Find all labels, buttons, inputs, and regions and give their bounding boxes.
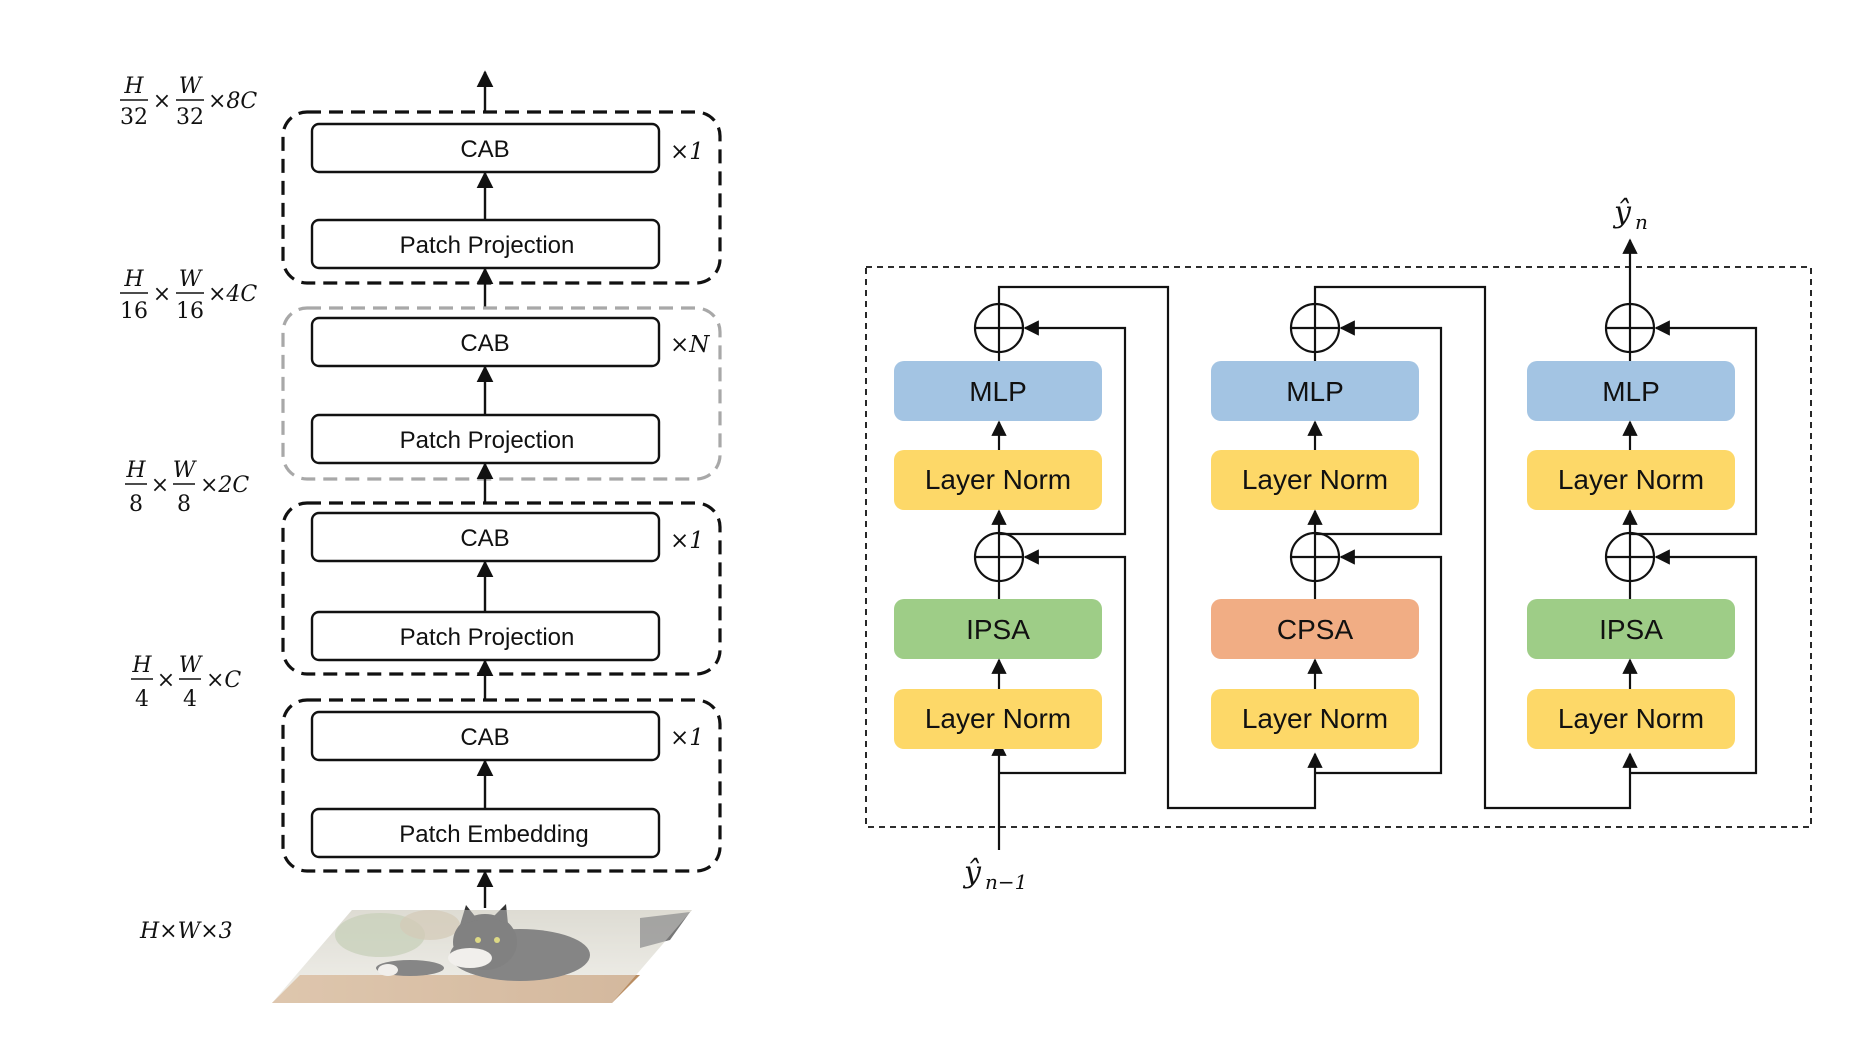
svg-text:×: × bbox=[157, 668, 175, 693]
svg-text:×: × bbox=[151, 473, 169, 498]
block-2: Layer Norm CPSA Layer Norm MLP bbox=[1211, 285, 1638, 810]
stage-3: CAB Patch Projection ×N bbox=[281, 306, 722, 481]
svg-text:×C: ×C bbox=[206, 668, 241, 693]
block-2-mlp bbox=[1211, 361, 1419, 421]
stage-1-frame bbox=[281, 698, 722, 873]
backbone: CAB Patch Projection ×1 CAB Patch Projec… bbox=[120, 70, 722, 1003]
block-2-norm-top bbox=[1211, 450, 1419, 510]
svg-text:Layer Norm: Layer Norm bbox=[1242, 464, 1388, 495]
stage-2-repeat: ×1 bbox=[670, 528, 704, 554]
dim-label-stage-4: H 32 × W 32 ×8C bbox=[120, 74, 257, 130]
svg-text:H: H bbox=[123, 267, 144, 292]
svg-text:Layer Norm: Layer Norm bbox=[925, 464, 1071, 495]
stage-4-proj-label: Patch Projection bbox=[400, 232, 575, 259]
svg-text:CPSA: CPSA bbox=[1277, 614, 1354, 645]
block-2-attn bbox=[1211, 599, 1419, 659]
svg-text:×: × bbox=[153, 89, 171, 114]
svg-text:IPSA: IPSA bbox=[966, 614, 1030, 645]
block-3-mlp bbox=[1527, 361, 1735, 421]
stage-2: CAB Patch Projection ×1 bbox=[281, 501, 722, 676]
svg-text:4: 4 bbox=[183, 687, 197, 712]
stage-3-cab-label: CAB bbox=[460, 330, 509, 357]
transformer-block: ŷ n−1 ŷ n Layer Norm IPSA Layer Norm MLP bbox=[865, 195, 1812, 894]
block-3-norm-bottom bbox=[1527, 689, 1735, 749]
svg-text:W: W bbox=[179, 267, 204, 292]
stage-3-frame bbox=[281, 306, 722, 481]
stage-2-proj-label: Patch Projection bbox=[400, 624, 575, 651]
svg-text:×4C: ×4C bbox=[208, 282, 257, 307]
svg-text:×: × bbox=[153, 282, 171, 307]
svg-text:×2C: ×2C bbox=[200, 473, 249, 498]
input-image bbox=[272, 904, 692, 1003]
block-3-attn bbox=[1527, 599, 1735, 659]
input-dim-label: H×W×3 bbox=[139, 919, 233, 944]
input-subscript: n−1 bbox=[985, 870, 1027, 894]
stage-2-cab-label: CAB bbox=[460, 525, 509, 552]
svg-text:W: W bbox=[179, 653, 204, 678]
svg-text:×8C: ×8C bbox=[208, 89, 257, 114]
svg-text:8: 8 bbox=[177, 492, 191, 517]
svg-text:H: H bbox=[123, 74, 144, 99]
stage-1-embed-label: Patch Embedding bbox=[399, 821, 588, 848]
svg-text:32: 32 bbox=[120, 105, 148, 130]
svg-text:Layer Norm: Layer Norm bbox=[1242, 703, 1388, 734]
svg-text:H: H bbox=[125, 458, 146, 483]
svg-text:16: 16 bbox=[120, 299, 148, 324]
dim-label-stage-2: H 8 × W 8 ×2C bbox=[125, 458, 249, 517]
svg-text:W: W bbox=[179, 74, 204, 99]
svg-text:IPSA: IPSA bbox=[1599, 614, 1663, 645]
svg-text:8: 8 bbox=[129, 492, 143, 517]
stage-2-frame bbox=[281, 501, 722, 676]
stage-1: CAB Patch Embedding ×1 bbox=[281, 698, 722, 873]
output-label: ŷ bbox=[1612, 195, 1632, 230]
block-1-norm-bottom bbox=[894, 689, 1102, 749]
block-1: Layer Norm IPSA Layer Norm MLP bbox=[894, 285, 1323, 810]
transformer-frame bbox=[865, 266, 1812, 828]
svg-text:W: W bbox=[173, 458, 198, 483]
svg-text:MLP: MLP bbox=[1602, 376, 1660, 407]
svg-text:4: 4 bbox=[135, 687, 149, 712]
block-2-norm-bottom bbox=[1211, 689, 1419, 749]
dim-label-stage-1: H 4 × W 4 ×C bbox=[131, 653, 241, 712]
block-1-norm-top bbox=[894, 450, 1102, 510]
stage-1-cab-label: CAB bbox=[460, 724, 509, 751]
output-subscript: n bbox=[1635, 210, 1648, 234]
stage-4: CAB Patch Projection ×1 bbox=[281, 110, 722, 285]
stage-3-repeat: ×N bbox=[670, 332, 710, 358]
svg-text:32: 32 bbox=[176, 105, 204, 130]
input-label: ŷ bbox=[962, 855, 982, 890]
dim-label-stage-3: H 16 × W 16 ×4C bbox=[120, 267, 257, 324]
stage-1-repeat: ×1 bbox=[670, 725, 704, 751]
svg-text:Layer Norm: Layer Norm bbox=[925, 703, 1071, 734]
block-1-attn bbox=[894, 599, 1102, 659]
svg-text:16: 16 bbox=[176, 299, 204, 324]
svg-text:Layer Norm: Layer Norm bbox=[1558, 703, 1704, 734]
stage-3-proj-label: Patch Projection bbox=[400, 427, 575, 454]
stage-4-repeat: ×1 bbox=[670, 139, 704, 165]
stage-4-frame bbox=[281, 110, 722, 285]
block-1-mlp bbox=[894, 361, 1102, 421]
block-3: Layer Norm IPSA Layer Norm MLP bbox=[1527, 302, 1758, 775]
svg-text:MLP: MLP bbox=[1286, 376, 1344, 407]
block-3-norm-top bbox=[1527, 450, 1735, 510]
stage-4-cab-label: CAB bbox=[460, 136, 509, 163]
svg-text:MLP: MLP bbox=[969, 376, 1027, 407]
svg-text:Layer Norm: Layer Norm bbox=[1558, 464, 1704, 495]
svg-text:H: H bbox=[131, 653, 152, 678]
